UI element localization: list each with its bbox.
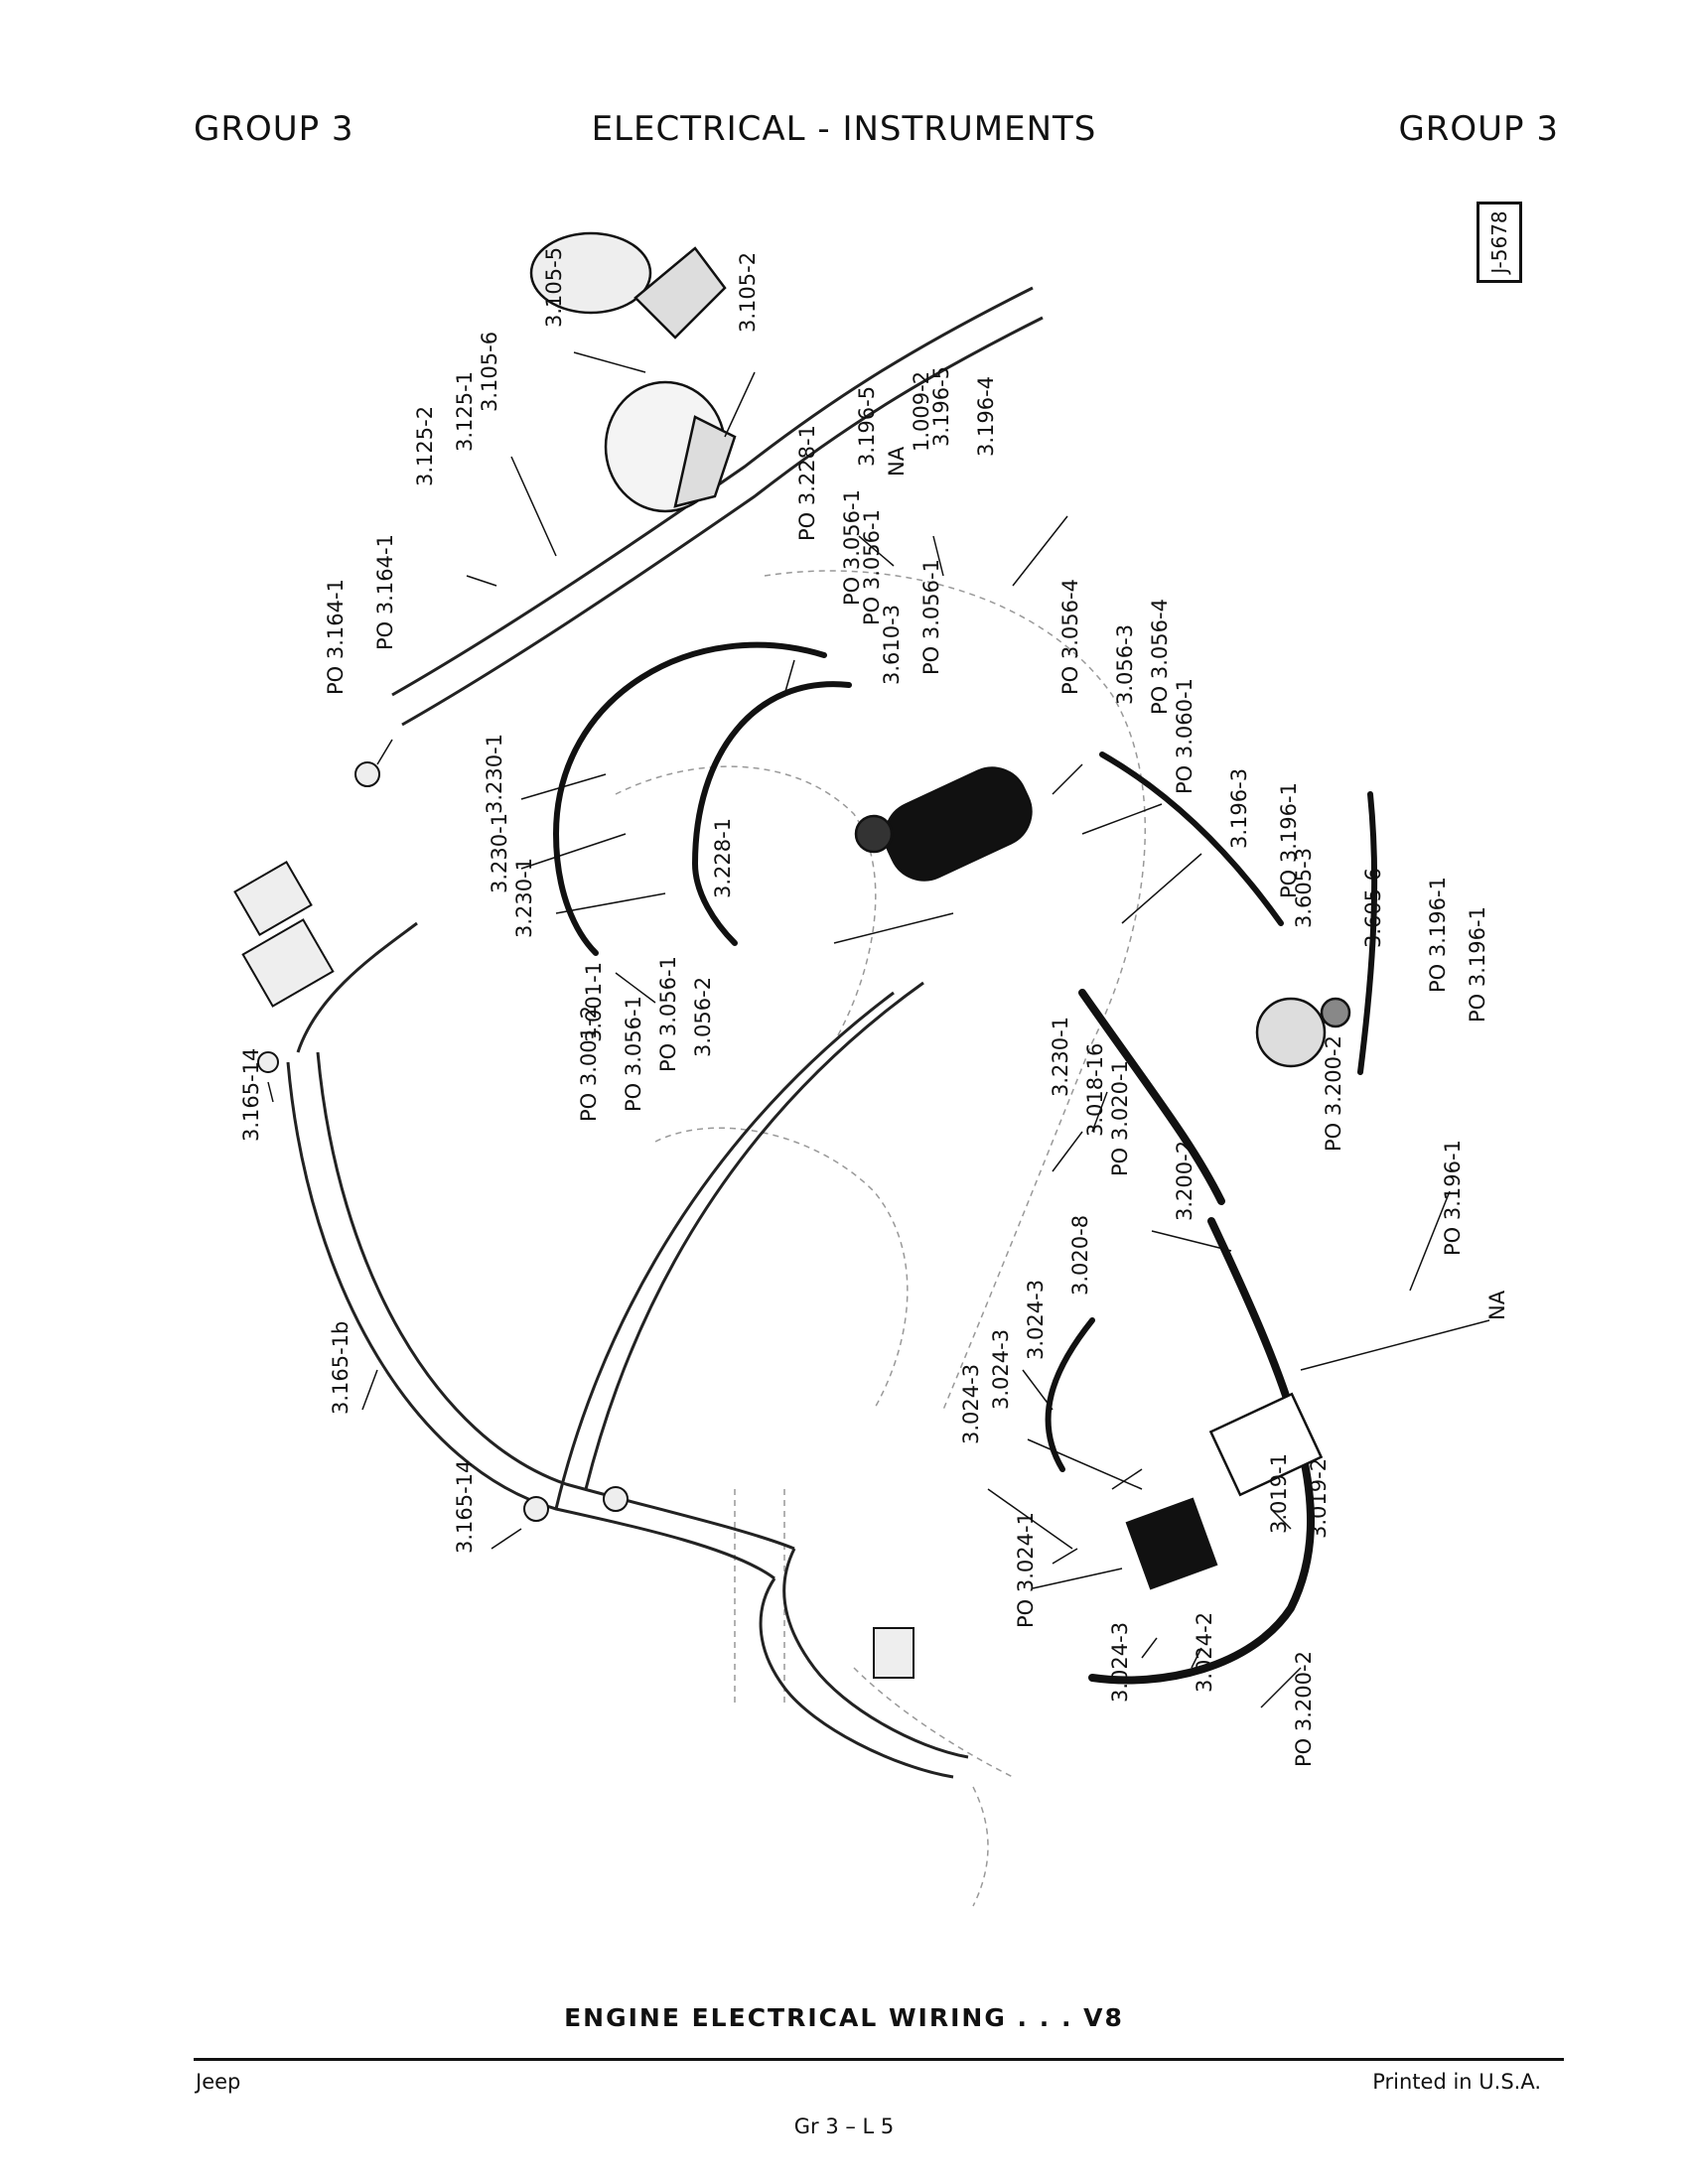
oil-pressure-sender [1255, 997, 1351, 1068]
part-number-label: 3.105-2 [736, 252, 760, 333]
part-number-label: 3.228-1 [711, 818, 735, 898]
part-number-label: 3.125-2 [413, 406, 437, 486]
high-tension-leads [552, 641, 1378, 1472]
wiring-diagram: 3.105-5 3.105-2 3.105-63.125-1 3.125-2 3.196… [233, 231, 1509, 1907]
part-number-label: 3.001-1 [582, 962, 606, 1042]
voltage-regulator [1208, 1392, 1324, 1497]
part-number-label: PO 3.001-2 [577, 1006, 601, 1122]
part-number-label: 3.230-1 [483, 734, 506, 814]
part-number-label: PO 3.200-2 [1292, 1651, 1316, 1767]
part-number-label: 3.024-2 [1193, 1612, 1216, 1693]
part-number-label: PO 3.196-1 [1441, 1140, 1465, 1256]
leader-lines [267, 351, 1490, 1708]
part-number-label: PO 3.196-1 [1277, 782, 1301, 898]
part-number-label: 3.230-1 [488, 813, 511, 893]
part-number-label: NA [885, 446, 909, 477]
part-number-label: PO 3.164-1 [373, 534, 397, 650]
part-number-label: 3.056-3 [1113, 624, 1137, 705]
figure-caption: ENGINE ELECTRICAL WIRING . . . V8 [564, 2003, 1124, 2032]
header-group-right: GROUP 3 [1398, 109, 1559, 149]
part-number-label: NA [1485, 1290, 1509, 1320]
part-number-label: 3.125-1 [453, 371, 477, 452]
footer-brand: Jeep [196, 2070, 241, 2094]
part-number-label: 3.196-3 [1227, 768, 1251, 849]
part-number-label: 3.605-6 [1361, 868, 1385, 948]
footer-rule [194, 2058, 1564, 2061]
harness-connectors [233, 761, 914, 1679]
part-number-label: PO 3.056-1 [860, 509, 884, 625]
footer-page-number: Gr 3 – L 5 [793, 2115, 895, 2138]
part-number-label: 3.105-5 [542, 247, 566, 328]
part-number-label: 3.105-6 [478, 332, 501, 412]
battery-cable [1078, 989, 1315, 1685]
part-number-label: 3.196-5 [855, 386, 879, 467]
part-number-label: 3.605-3 [1292, 848, 1316, 928]
part-number-label: PO 3.056-1 [919, 559, 943, 675]
part-number-label: 3.196-5 [929, 366, 953, 447]
part-number-label: 3.024-3 [959, 1364, 983, 1444]
part-number-label: PO 3.164-1 [324, 579, 348, 695]
part-number-label: PO 3.196-1 [1426, 877, 1450, 993]
part-number-label: PO 3.056-4 [1148, 599, 1172, 715]
part-number-label: PO 3.056-4 [1058, 579, 1082, 695]
engine-block-outline [615, 570, 1147, 1907]
part-number-label: 3.018-16 [1083, 1043, 1107, 1137]
part-number-label: 3.020-8 [1068, 1215, 1092, 1296]
part-number-labels: 3.105-5 3.105-2 3.105-63.125-1 3.125-2 3.196… [239, 247, 1509, 1767]
part-number-label: PO 3.060-1 [1173, 678, 1196, 794]
part-number-label: 3.019-1 [1267, 1453, 1291, 1534]
part-number-label: PO 3.024-1 [1014, 1512, 1038, 1628]
part-number-label: 3.230-1 [1049, 1017, 1072, 1097]
part-number-label: PO 3.056-1 [840, 489, 864, 606]
part-number-label: 3.196-4 [974, 376, 998, 457]
horn-assembly [529, 231, 737, 513]
part-number-label: PO 3.196-1 [1466, 906, 1489, 1023]
part-number-label: PO 3.200-2 [1322, 1035, 1345, 1152]
main-wiring-harness [286, 286, 1044, 1779]
part-number-label: PO 3.020-1 [1108, 1060, 1132, 1176]
part-number-label: 3.165-14 [453, 1460, 477, 1554]
part-number-label: 3.230-1 [512, 858, 536, 938]
ignition-coil [854, 766, 1033, 882]
part-number-label: 3.019-2 [1307, 1458, 1331, 1539]
part-number-label: PO 3.056-1 [622, 996, 645, 1112]
part-number-label: 3.165-1b [329, 1321, 352, 1415]
part-number-label: PO 3.228-1 [795, 425, 819, 541]
part-number-label: 3.024-3 [1024, 1280, 1048, 1360]
part-number-label: 1.009-2 [910, 371, 933, 452]
part-number-label: 3.200-2 [1173, 1141, 1196, 1221]
header-group-left: GROUP 3 [194, 109, 354, 149]
part-number-label: 3.056-2 [691, 977, 715, 1057]
figure-reference-box: J-5678 [1477, 202, 1522, 283]
part-number-label: PO 3.056-1 [656, 956, 680, 1072]
part-number-label: 3.024-3 [1108, 1622, 1132, 1703]
starter-solenoid [1125, 1497, 1218, 1590]
part-number-label: 3.610-3 [880, 605, 904, 685]
header-title: ELECTRICAL - INSTRUMENTS [591, 109, 1097, 149]
footer-printed: Printed in U.S.A. [1372, 2070, 1541, 2094]
part-number-label: 3.165-14 [239, 1048, 263, 1142]
part-number-label: 3.024-3 [989, 1329, 1013, 1410]
